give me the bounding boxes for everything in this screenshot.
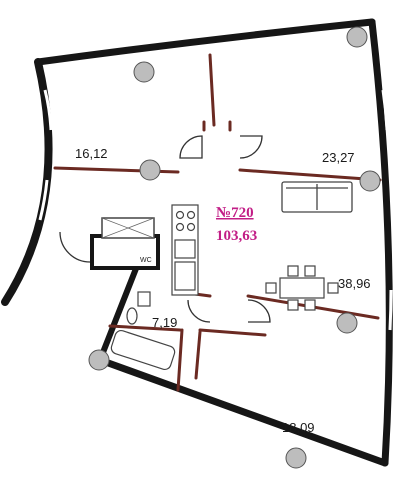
column-4 <box>359 170 381 192</box>
room-area-label: 16,12 <box>75 146 108 161</box>
core-duct-cross <box>101 217 155 239</box>
door-arc-ne <box>239 135 263 159</box>
bathtub <box>110 329 176 371</box>
room-area-label: 38,96 <box>338 276 371 291</box>
windows <box>38 89 393 331</box>
apartment-number: №720 <box>216 205 254 221</box>
window-west-upper <box>43 89 53 131</box>
outer-wall-north <box>34 18 376 66</box>
door-arc-west-wall <box>59 231 91 263</box>
sofa <box>281 181 353 213</box>
wc-label: WC <box>140 257 152 264</box>
stove-burner-2 <box>186 210 196 220</box>
core-wall-vertical <box>97 263 140 363</box>
room-area-label: 18,09 <box>282 420 315 435</box>
chair-4 <box>304 299 316 311</box>
kitchen-sink <box>174 239 196 259</box>
stove-burner-1 <box>175 210 185 220</box>
chair-1 <box>287 265 299 277</box>
columns <box>88 26 381 469</box>
dining-set <box>265 265 339 311</box>
door-arc-hall-left <box>187 299 211 323</box>
bathroom-fixtures <box>110 291 176 371</box>
washbasin <box>137 291 151 307</box>
kitchen-fridge <box>174 261 196 291</box>
partition-north-vertical <box>208 53 216 127</box>
partition-se-north <box>198 328 267 337</box>
chair-6 <box>327 282 339 294</box>
dining-table <box>279 277 325 299</box>
window-west-lower <box>38 179 49 221</box>
outer-wall-south <box>96 356 389 467</box>
core-shaft <box>90 234 160 270</box>
kitchen <box>171 204 199 296</box>
door-arc-nw <box>179 135 203 159</box>
column-7 <box>285 447 307 469</box>
apartment-area: 103,63 <box>216 228 257 244</box>
outer-walls <box>1 18 393 467</box>
chair-3 <box>287 299 299 311</box>
column-6 <box>88 349 110 371</box>
chair-2 <box>304 265 316 277</box>
window-east-lower <box>388 289 393 331</box>
room-area-label: 7,19 <box>152 315 177 330</box>
column-1 <box>133 61 155 83</box>
door-arc-hall-right <box>247 299 271 323</box>
column-5 <box>336 312 358 334</box>
outer-wall-west <box>1 58 53 306</box>
stove-burner-4 <box>186 222 196 232</box>
column-2 <box>346 26 368 48</box>
partition-se-west <box>194 330 202 380</box>
column-3 <box>139 159 161 181</box>
doors <box>59 135 271 323</box>
core-block: WC <box>90 217 160 270</box>
stove-burner-3 <box>175 222 185 232</box>
room-area-label: 23,27 <box>322 150 355 165</box>
chair-5 <box>265 282 277 294</box>
outer-wall-east <box>368 18 393 467</box>
toilet <box>126 307 138 325</box>
partition-bath-south <box>108 324 182 332</box>
partition-ne-south <box>238 168 382 182</box>
window-east-upper <box>381 89 389 131</box>
partition-bath-east <box>176 328 184 392</box>
